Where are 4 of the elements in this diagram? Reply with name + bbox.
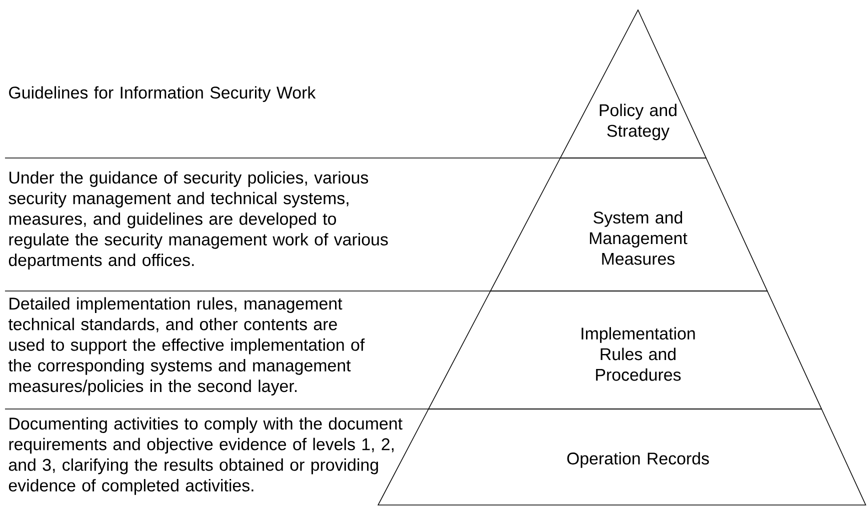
description-text: Under the guidance of security policies, various security management and technical systems, measures, and guidelines are developed to regulate the security management work of various departments and offices. bbox=[8, 171, 388, 270]
description-text: Detailed implementation rules, management technical standards, and other contents are used to support the effective implementation of the corresponding systems and management measures/policies in the second layer. bbox=[8, 297, 365, 396]
description-text: Guidelines for Information Security Work bbox=[9, 86, 316, 102]
description-text: Documenting activities to comply with the document requirements and objective evidence of levels 1, 2, and 3, clarifying the results obtained or providing evidence of completed activities. bbox=[8, 417, 402, 495]
